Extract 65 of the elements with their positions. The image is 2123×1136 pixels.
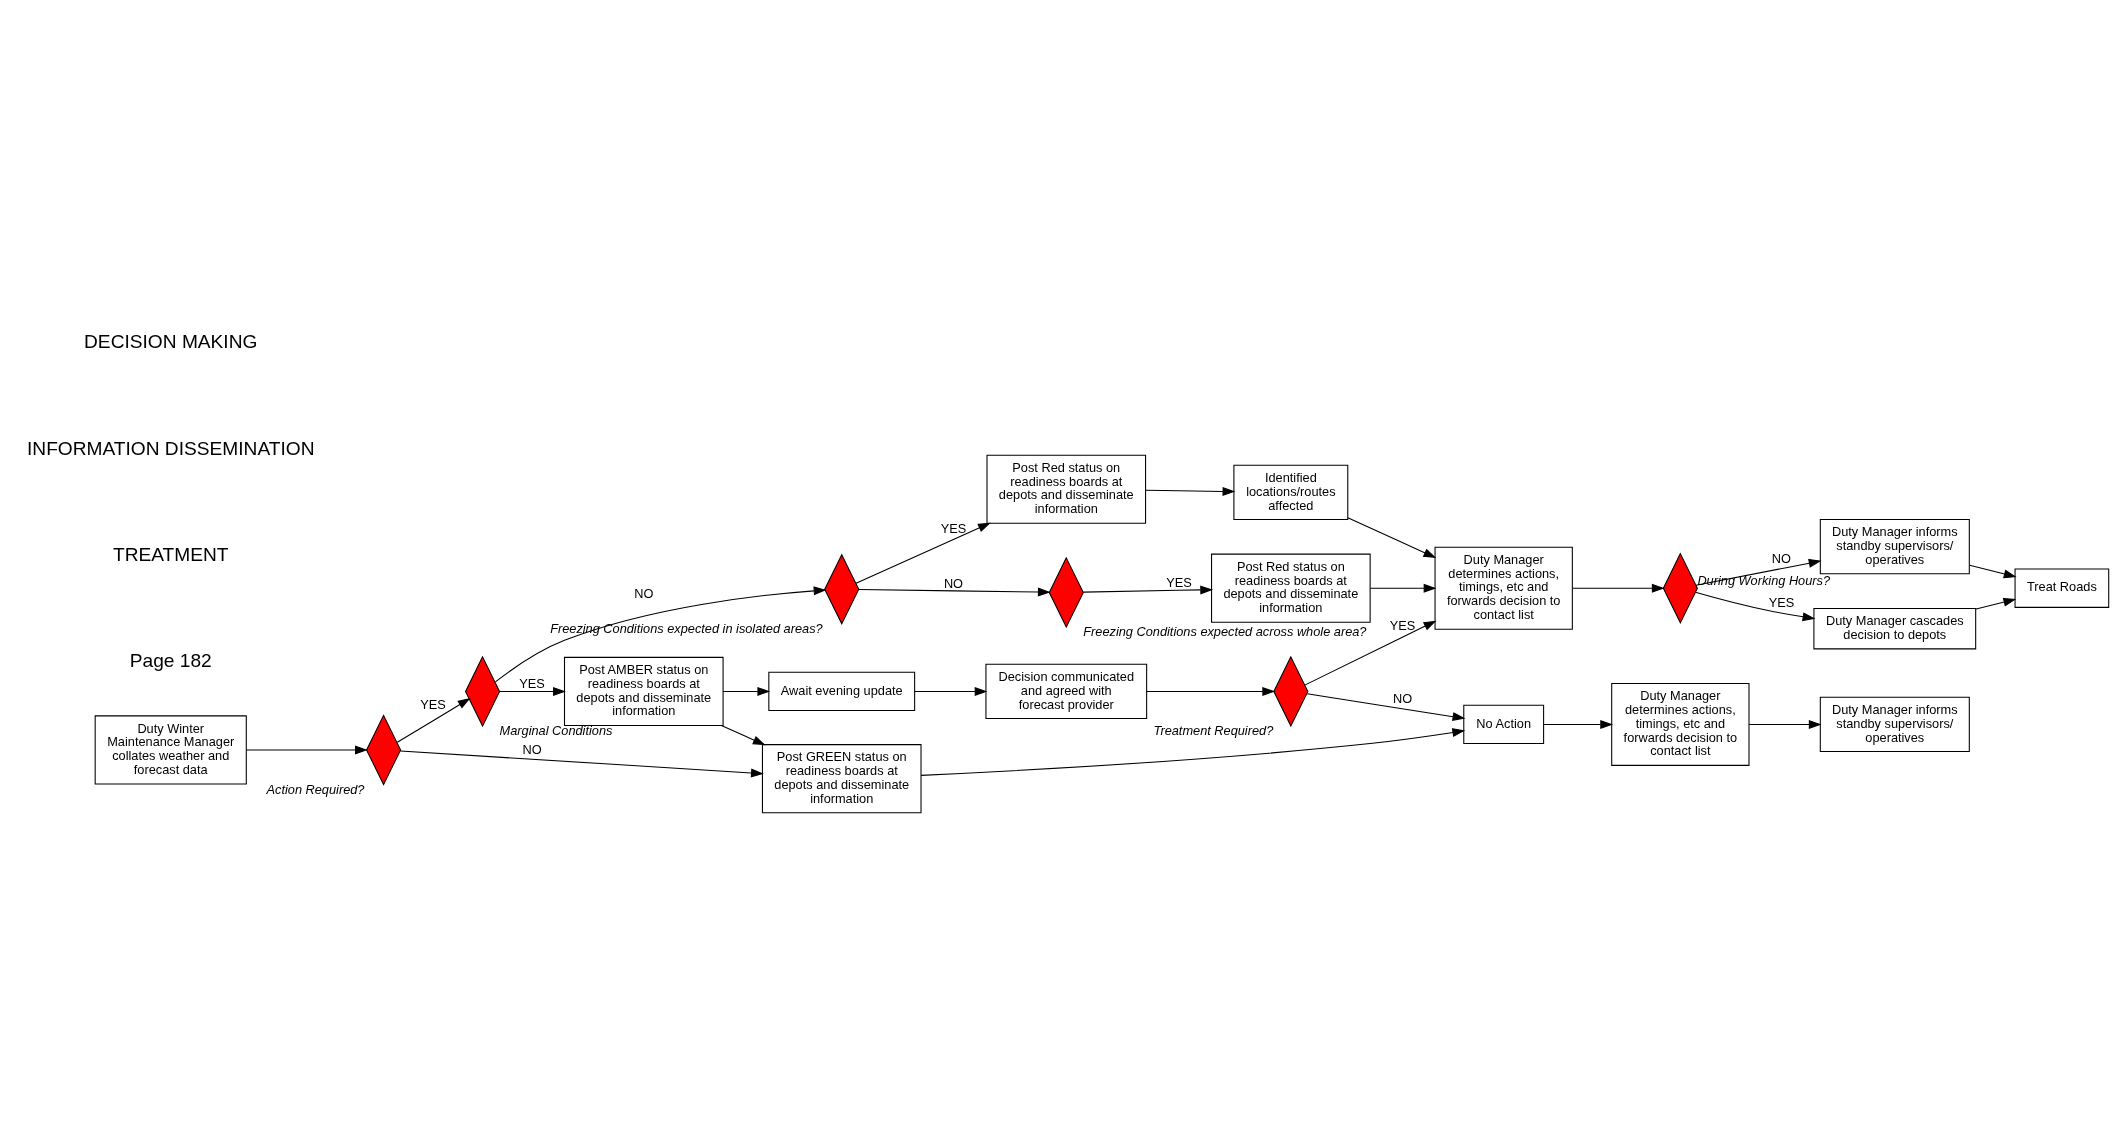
node-label: Freezing Conditions expected in isolated areas? (550, 620, 823, 636)
arrow (1082, 584, 1214, 594)
arrow (245, 745, 368, 754)
node-label: Freezing Conditions expected across whole area? (1083, 623, 1367, 639)
edge-label: NO (1393, 690, 1413, 706)
arrow (1543, 719, 1614, 729)
node-diamond (464, 655, 501, 727)
node-box: Duty Manager cascades decision to depots (1813, 607, 1977, 649)
arrow (858, 587, 1051, 597)
node-box: Post Red status on readiness boards at depots and disseminate information (986, 454, 1147, 524)
node-box: Decision communicated and agreed with forecast provider (985, 663, 1148, 719)
node-box: Duty Manager informs standby supervisors/ operatives (1819, 518, 1970, 574)
edge-label: YES (519, 675, 545, 691)
arrow (399, 749, 764, 777)
arrow (1306, 692, 1466, 721)
arrow (720, 724, 766, 745)
arrow (1304, 620, 1437, 686)
arrow (1572, 583, 1665, 593)
edge-label: YES (1768, 594, 1795, 610)
node-diamond (1273, 655, 1309, 727)
arrow (494, 585, 827, 682)
arrow (1694, 591, 1816, 621)
arrow (1975, 597, 2017, 610)
arrow (855, 522, 991, 584)
arrow (914, 686, 988, 696)
arrow (1146, 686, 1276, 696)
arrow (722, 686, 771, 696)
edge-label: YES (1389, 617, 1416, 633)
node-label: Action Required? (266, 781, 365, 797)
edge-label: YES (1166, 574, 1192, 590)
label: Page 182 (129, 649, 212, 671)
node-box: Post AMBER status on readiness boards at depots and disseminate information (563, 656, 724, 726)
arrow (1145, 486, 1236, 496)
label: DECISION MAKING (84, 330, 258, 352)
arrow (1695, 558, 1822, 586)
label: TREATMENT (112, 543, 229, 565)
node-box: Duty Manager determines actions, timings, etc and forwards decision to contact list (1611, 682, 1750, 766)
edge-label: NO (943, 575, 964, 591)
label: INFORMATION DISSEMINATION (27, 437, 315, 459)
edge-label: YES (940, 520, 967, 536)
arrow (499, 686, 566, 696)
arrow (1369, 583, 1437, 593)
arrow (1347, 516, 1437, 558)
arrow (920, 727, 1466, 776)
arrow (396, 697, 471, 743)
node-box: Duty Manager informs standby supervisors/ operatives (1819, 696, 1970, 752)
arrow (1748, 719, 1822, 729)
edge-label: NO (1771, 550, 1792, 566)
arrow (1969, 564, 2017, 578)
node-label: Treatment Required? (1153, 722, 1274, 738)
node-diamond (824, 552, 860, 625)
node-box: Post Red status on readiness boards at depots and disseminate information (1211, 553, 1371, 623)
node-box: Identified locations/routes affected (1233, 464, 1349, 520)
node-box: No Action (1463, 704, 1545, 744)
node-box: Post GREEN status on readiness boards at depots and disseminate information (761, 743, 922, 813)
node-diamond (1048, 556, 1084, 628)
node-box: Duty Manager determines actions, timings, etc and forwards decision to contact list (1434, 546, 1573, 630)
edge-label: YES (420, 696, 446, 712)
edge-label: NO (522, 741, 542, 757)
node-box: Duty Winter Maintenance Manager collates weather and forecast data (94, 714, 247, 785)
edge-label: NO (634, 585, 654, 601)
node-box: Await evening update (768, 671, 916, 711)
node-diamond (365, 713, 402, 786)
node-box: Treat Roads (2014, 568, 2110, 608)
node-diamond (1662, 551, 1698, 624)
